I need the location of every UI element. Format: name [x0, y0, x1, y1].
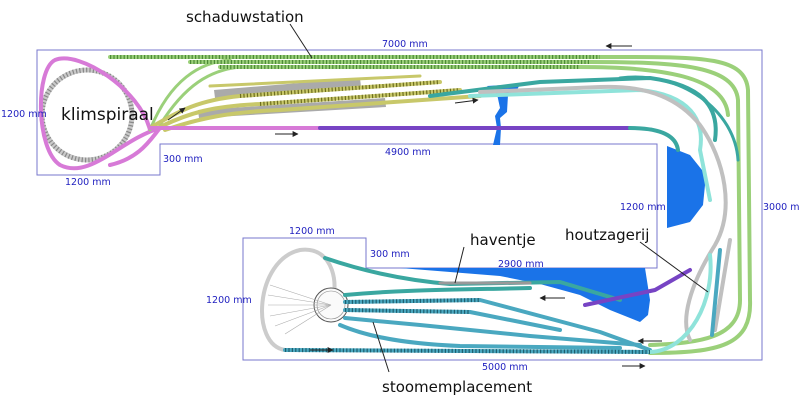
grey-tracks [478, 84, 732, 342]
label-schaduwstation: schaduwstation [186, 8, 304, 26]
arrow-station-diagonal [167, 107, 186, 121]
water-areas [400, 84, 706, 322]
dim-lower-left-height: 1200 mm [206, 295, 252, 306]
locomotive-shed-fan [267, 284, 332, 335]
label-klimspiraal: klimspiraal [61, 105, 154, 125]
station-tracks [148, 74, 482, 132]
helix [39, 56, 162, 171]
leader-lines [289, 23, 709, 373]
dim-top-length: 7000 mm [382, 39, 428, 50]
water-harbour [400, 268, 650, 322]
dim-bottom-length: 5000 mm [482, 362, 528, 373]
arrow-teal-right [454, 97, 479, 104]
label-stoomemplacement: stoomemplacement [382, 378, 532, 396]
water-river [487, 84, 520, 145]
dim-notch-depth: 300 mm [163, 154, 203, 165]
label-haventje: haventje [470, 231, 536, 249]
dim-lower-notch-depth: 300 mm [370, 249, 410, 260]
shadow-station-tracks [108, 54, 753, 355]
dim-right-pier-height: 1200 mm [620, 202, 666, 213]
dim-bottom-left-width: 1200 mm [65, 177, 111, 188]
dim-lower-top-width: 1200 mm [289, 226, 335, 237]
platform-1 [214, 78, 361, 98]
direction-arrows [167, 43, 662, 369]
label-houtzagerij: houtzagerij [565, 226, 649, 244]
dim-left-height: 1200 mm [1, 109, 47, 120]
main-line [148, 126, 680, 152]
water-lake [667, 146, 706, 228]
dim-right-height: 3000 mm [763, 202, 800, 213]
dim-inner-length: 4900 mm [385, 147, 431, 158]
lower-yard [260, 247, 713, 354]
helix-approach-pink [39, 56, 162, 171]
dim-lower-inner-length: 2900 mm [498, 259, 544, 270]
